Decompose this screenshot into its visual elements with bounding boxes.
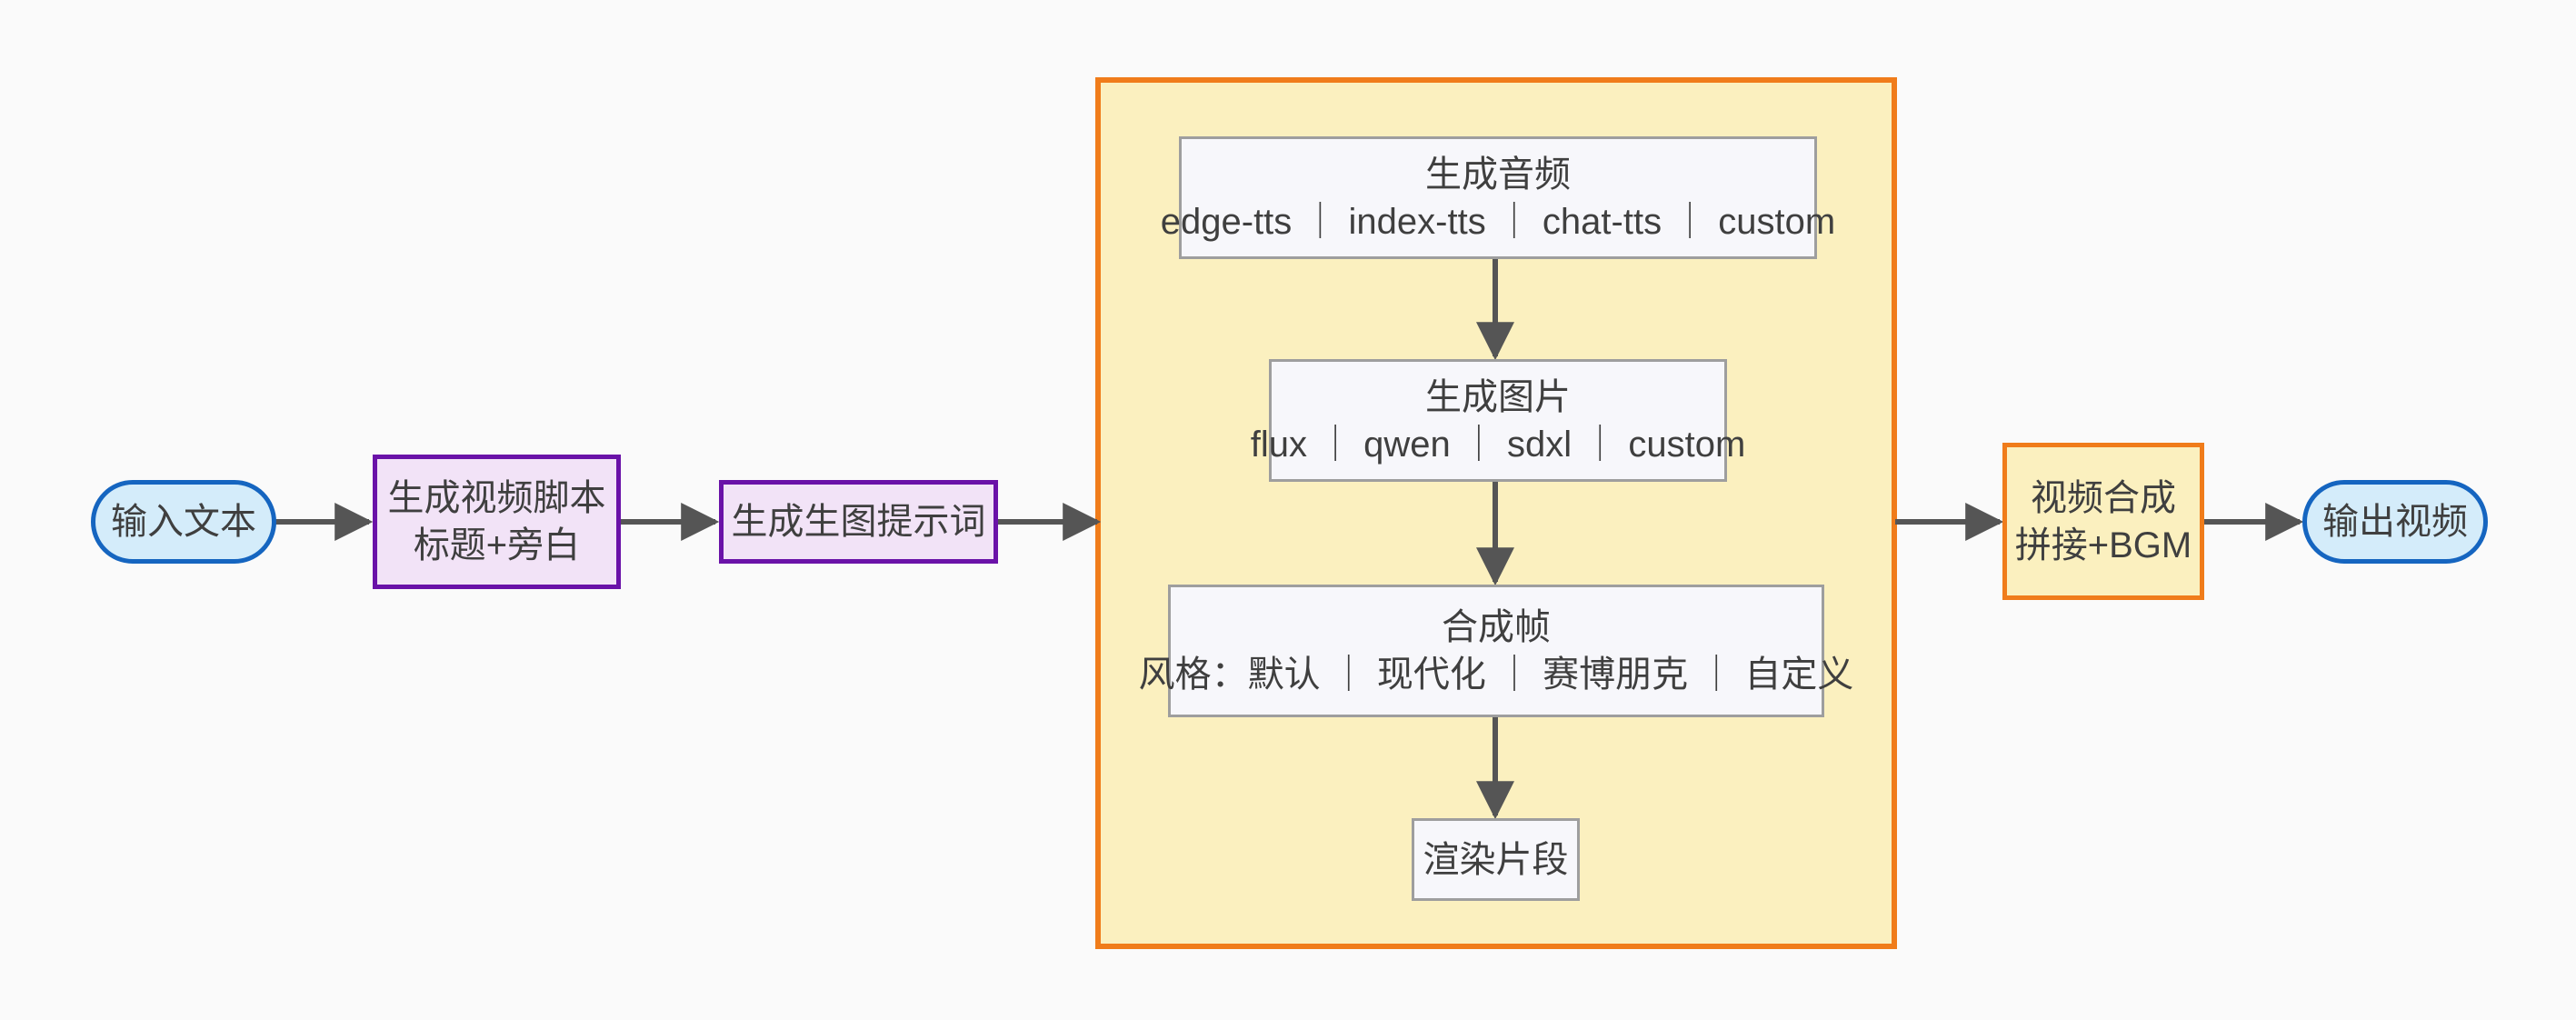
node-generate-audio[interactable]: 生成音频 edge-tts ｜ index-tts ｜ chat-tts ｜ c… (1161, 136, 1835, 259)
node-generate-audio-line2: edge-tts ｜ index-tts ｜ chat-tts ｜ custom (1160, 201, 1836, 242)
node-compose-frame-line1: 合成帧 (1442, 607, 1551, 647)
node-input-text-label: 输入文本 (111, 502, 256, 542)
node-generate-script-line2: 标题+旁白 (413, 525, 581, 565)
node-generate-script[interactable]: 生成视频脚本 标题+旁白 (373, 455, 621, 589)
node-generate-prompt[interactable]: 生成生图提示词 (719, 480, 998, 564)
node-input-text[interactable]: 输入文本 (91, 480, 276, 564)
node-video-compose-line2: 拼接+BGM (2014, 525, 2192, 565)
node-render-segment-label: 渲染片段 (1423, 839, 1569, 880)
node-video-compose[interactable]: 视频合成 拼接+BGM (2002, 443, 2204, 600)
node-video-compose-line1: 视频合成 (2031, 477, 2176, 518)
node-compose-frame[interactable]: 合成帧 风格：默认 ｜ 现代化 ｜ 赛博朋克 ｜ 自定义 (1139, 585, 1853, 717)
node-generate-image[interactable]: 生成图片 flux ｜ qwen ｜ sdxl ｜ custom (1251, 359, 1745, 482)
node-generate-script-line1: 生成视频脚本 (387, 478, 606, 518)
node-render-segment[interactable]: 渲染片段 (1412, 818, 1580, 901)
node-output-video-label: 输出视频 (2322, 502, 2468, 542)
node-generate-audio-line1: 生成音频 (1425, 154, 1571, 195)
node-generate-image-line2: flux ｜ qwen ｜ sdxl ｜ custom (1250, 424, 1746, 465)
node-generate-prompt-label: 生成生图提示词 (731, 502, 986, 542)
node-generate-image-line1: 生成图片 (1425, 376, 1571, 417)
node-compose-frame-line2: 风格：默认 ｜ 现代化 ｜ 赛博朋克 ｜ 自定义 (1138, 655, 1854, 695)
node-output-video[interactable]: 输出视频 (2302, 480, 2488, 564)
